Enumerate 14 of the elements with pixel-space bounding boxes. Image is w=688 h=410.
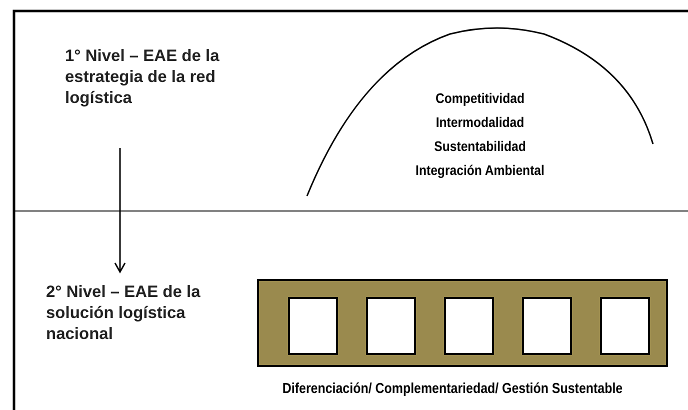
criterion-text: Sustentabilidad <box>433 137 527 156</box>
empty-box <box>600 297 650 355</box>
arrow <box>114 148 126 273</box>
framework-bar <box>257 279 668 367</box>
empty-box <box>288 297 338 355</box>
level-label: 2° Nivel – EAE de la solución logística nacional <box>46 282 236 348</box>
criterion-text: Competitividad <box>434 89 526 108</box>
empty-box <box>366 297 416 355</box>
criterion-text: Integración Ambiental <box>414 161 546 180</box>
bar-caption: Diferenciación/ Complementariedad/ Gestión Sustentable <box>281 381 624 397</box>
level-label: 1° Nivel – EAE de la estrategia de la red logística <box>65 46 255 112</box>
criterion-text: Intermodalidad <box>434 113 526 132</box>
empty-box <box>444 297 494 355</box>
empty-box <box>522 297 572 355</box>
